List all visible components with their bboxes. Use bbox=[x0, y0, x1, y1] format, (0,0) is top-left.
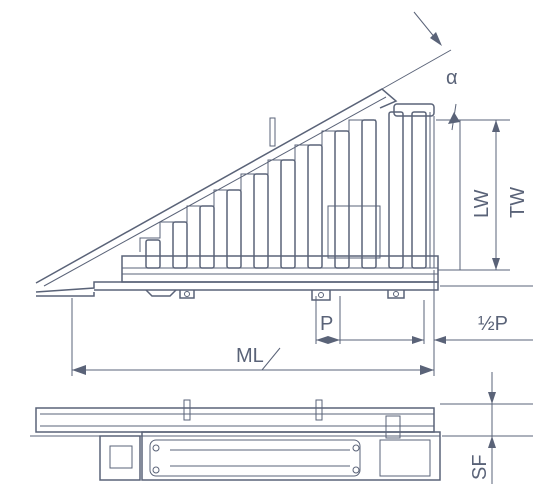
mount-4 bbox=[387, 290, 405, 299]
half-p-arrow-left bbox=[412, 336, 424, 344]
drive-unit bbox=[141, 431, 441, 481]
bolt-4 bbox=[352, 466, 360, 474]
alpha-arrow-bottom bbox=[448, 112, 460, 124]
incline-guard-inner bbox=[43, 96, 387, 287]
bolt-1 bbox=[152, 444, 160, 452]
drive-housing bbox=[327, 205, 381, 259]
tw-arrow-top bbox=[492, 120, 500, 132]
mount-3 bbox=[311, 290, 331, 301]
tw-label: TW bbox=[507, 187, 529, 218]
roller-2 bbox=[172, 221, 188, 269]
ml-leader bbox=[261, 347, 281, 371]
drive-unit-inner bbox=[149, 439, 361, 477]
roller-1 bbox=[145, 239, 161, 269]
half-p-label: ½P bbox=[478, 313, 508, 335]
roller-6 bbox=[280, 159, 296, 269]
top-clip-1 bbox=[183, 399, 191, 421]
drive-end bbox=[379, 439, 431, 477]
angle-reference-line bbox=[381, 49, 452, 90]
roller-3 bbox=[199, 205, 215, 269]
p-arrow-right bbox=[328, 336, 340, 344]
post bbox=[269, 117, 276, 147]
alpha-label: α bbox=[446, 67, 458, 89]
roller-8 bbox=[334, 130, 350, 269]
step-outline bbox=[139, 119, 376, 252]
p-label: P bbox=[320, 313, 333, 335]
alpha-arrow-top bbox=[430, 32, 442, 46]
roller-5 bbox=[253, 173, 269, 269]
half-p-arrow-right bbox=[434, 336, 446, 344]
top-frame bbox=[35, 407, 435, 433]
incline-guard bbox=[35, 88, 398, 284]
bolt-3 bbox=[352, 444, 360, 452]
roller-10 bbox=[388, 111, 404, 269]
motor-inner bbox=[109, 445, 133, 469]
roller-steps bbox=[145, 103, 435, 269]
p-arrow-left bbox=[316, 336, 328, 344]
top-clip-2 bbox=[315, 399, 323, 421]
ml-arrow-right bbox=[420, 365, 434, 375]
mount-bolt-1 bbox=[184, 291, 190, 297]
tw-arrow-bottom bbox=[492, 258, 500, 270]
top-view bbox=[30, 372, 533, 484]
sf-label: SF bbox=[469, 454, 491, 480]
ml-label: ML bbox=[236, 345, 264, 367]
lw-label: LW bbox=[471, 189, 493, 218]
side-view bbox=[35, 11, 533, 376]
mount-bolt-2 bbox=[318, 292, 324, 298]
mount-1 bbox=[145, 289, 177, 297]
mounts bbox=[145, 289, 405, 301]
sf-arrow-bottom bbox=[488, 436, 496, 448]
sf-arrow-top bbox=[488, 392, 496, 404]
base-frame bbox=[121, 255, 439, 283]
bolt-2 bbox=[152, 466, 160, 474]
mount-bolt-3 bbox=[393, 291, 399, 297]
motor-box bbox=[99, 435, 141, 481]
roller-9 bbox=[361, 119, 377, 269]
base-plate bbox=[35, 281, 439, 297]
top-roller-cap bbox=[393, 103, 435, 117]
roller-11 bbox=[411, 111, 427, 269]
ml-arrow-left bbox=[72, 365, 86, 375]
roller-7 bbox=[307, 144, 323, 269]
mount-2 bbox=[179, 290, 195, 299]
top-block bbox=[385, 415, 401, 439]
